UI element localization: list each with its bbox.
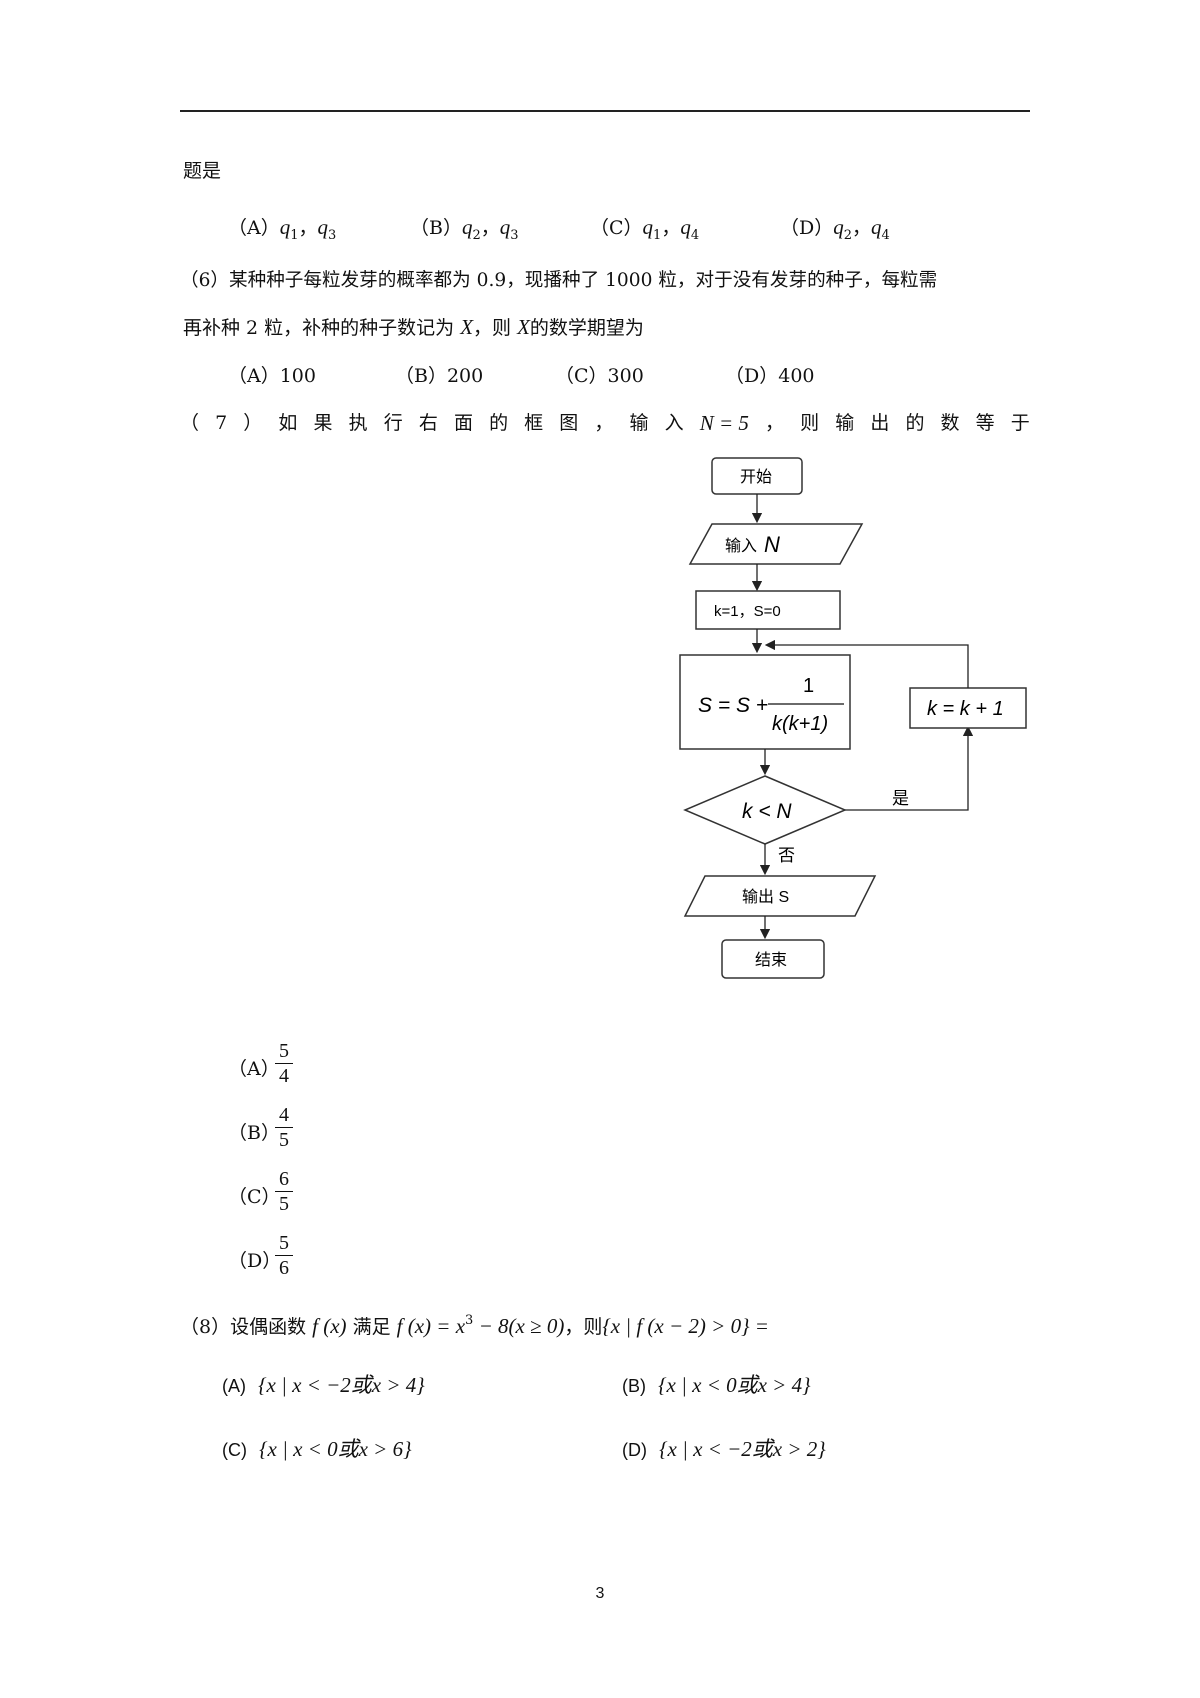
flow-end-text: 结束 bbox=[755, 951, 787, 969]
q5-tail: 题是 bbox=[183, 160, 222, 182]
q8-option-a: (A) {x | x < −2或x > 4} bbox=[222, 1373, 425, 1397]
flow-end-box bbox=[721, 939, 825, 979]
flow-output-text: 输出 S bbox=[742, 888, 789, 906]
flow-init-box bbox=[695, 590, 841, 630]
q8-option-d: (D) {x | x < −2或x > 2} bbox=[622, 1437, 826, 1461]
flow-input-box bbox=[688, 523, 864, 565]
flow-decision-text: k < N bbox=[742, 800, 792, 823]
flow-update-lhs: S = S + bbox=[698, 694, 768, 717]
flow-output-box bbox=[683, 875, 877, 917]
q7-option-c-label: （C） bbox=[228, 1186, 281, 1208]
q8-option-c: (C) {x | x < 0或x > 6} bbox=[222, 1437, 412, 1461]
header-rule bbox=[180, 110, 1030, 112]
q7-option-d-label: （D） bbox=[228, 1250, 282, 1272]
q5-option-b: （B）q2，q3 bbox=[410, 215, 519, 243]
flow-increment-text: k = k + 1 bbox=[927, 698, 1004, 720]
q6-option-c: （C）300 bbox=[555, 365, 644, 387]
q6-line2: 再补种 2 粒，补种的种子数记为 X，则 X的数学期望为 bbox=[183, 315, 644, 339]
flow-init-text: k=1，S=0 bbox=[714, 603, 781, 620]
q6-option-b: （B）200 bbox=[395, 365, 484, 387]
q7-option-b-label: （B） bbox=[228, 1122, 280, 1144]
q8-option-b: (B) {x | x < 0或x > 4} bbox=[622, 1373, 811, 1397]
q5-option-c: （C）q1，q4 bbox=[590, 215, 700, 243]
flow-start-text: 开始 bbox=[740, 468, 772, 486]
flow-update-num: 1 bbox=[803, 675, 814, 697]
q6-option-d: （D）400 bbox=[725, 365, 815, 387]
flow-increment-box bbox=[909, 687, 1027, 729]
q7-stem: （7） 如果执 行右面 的框图 ，输入 N = 5 ，则输 出的数 等于 bbox=[180, 411, 1030, 435]
q5-option-a: （A）q1，q3 bbox=[228, 215, 337, 243]
flow-no-label: 否 bbox=[778, 846, 795, 865]
flow-yes-label: 是 bbox=[892, 789, 909, 808]
flow-input-label: 输入 bbox=[725, 537, 757, 555]
q5-option-d: （D）q2，q4 bbox=[780, 215, 890, 243]
flow-input-var: N bbox=[764, 532, 780, 557]
q6-line1: （6）某种种子每粒发芽的概率都为 0.9，现播种了 1000 粒，对于没有发芽的… bbox=[180, 270, 938, 291]
q8-stem: （8）设偶函数 f (x) 满足 f (x) = x3 − 8(x ≥ 0)，则… bbox=[180, 1313, 769, 1338]
flowchart: 开始 输入 N k=1，S=0 S = S + 1 k(k+1) k < N 是 bbox=[670, 448, 1040, 992]
q7-option-a-label: （A） bbox=[228, 1058, 280, 1080]
page-number: 3 bbox=[595, 1585, 605, 1602]
flow-update-box bbox=[679, 654, 851, 750]
q6-option-a: （A）100 bbox=[228, 365, 316, 387]
q7-condition: N = 5 bbox=[699, 411, 749, 435]
flow-update-den: k(k+1) bbox=[772, 713, 828, 735]
